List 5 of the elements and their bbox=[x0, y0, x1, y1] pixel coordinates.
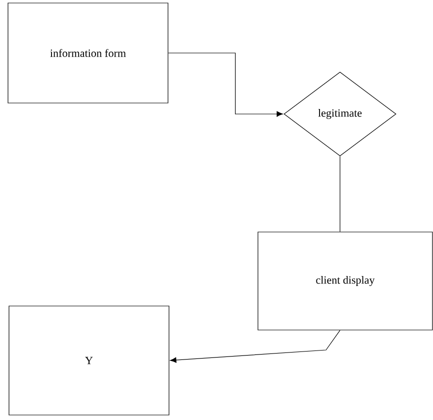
process-box: information form bbox=[8, 2, 168, 104]
process-box: Y bbox=[8, 306, 170, 416]
arrow bbox=[168, 52, 283, 117]
process-box: client display bbox=[258, 232, 433, 330]
arrow bbox=[170, 330, 340, 363]
